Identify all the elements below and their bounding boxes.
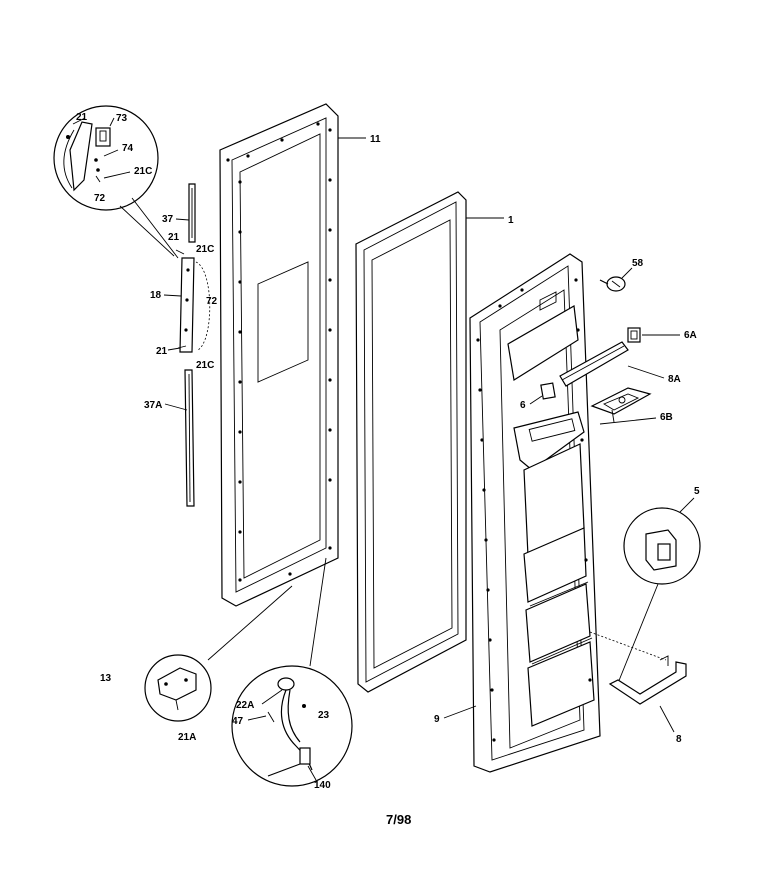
leader-panel-to-harness: [309, 557, 327, 667]
leader-47: [247, 715, 267, 721]
callout-21c-top: 21C: [134, 166, 152, 177]
callout-5: 5: [694, 486, 700, 497]
screw-58: [599, 276, 626, 292]
callout-8: 8: [676, 734, 682, 745]
door-gasket-1: [355, 191, 467, 693]
leader-21-low: [167, 347, 181, 351]
leader-140: [307, 765, 317, 781]
callout-21c-mid: 21C: [196, 244, 214, 255]
leader-6b: [599, 417, 657, 425]
leader-8a: [627, 365, 665, 379]
callout-21-low: 21: [156, 346, 168, 357]
leader-6: [529, 395, 543, 405]
hinge-strip-37a: [184, 369, 195, 507]
detail-circle-13: [144, 654, 212, 722]
callout-21a: 21A: [178, 732, 196, 743]
clip-6a: [627, 327, 641, 343]
leader-8: [659, 705, 675, 733]
leader-panel-to-circle13: [207, 585, 293, 661]
leader-5: [679, 497, 695, 513]
tray-6b: [590, 387, 652, 423]
hinge-strip-37: [188, 183, 196, 243]
callout-1: 1: [508, 215, 514, 226]
callout-18: 18: [150, 290, 162, 301]
page-footer-date: 7/98: [386, 812, 412, 827]
leader-detail-to-hinge-b: [119, 205, 175, 257]
leader-37a: [164, 403, 188, 411]
callout-8a: 8A: [668, 374, 681, 385]
callout-23: 23: [318, 710, 330, 721]
callout-6: 6: [520, 400, 526, 411]
wire-harness-detail-circle: [231, 665, 353, 787]
callout-37: 37: [162, 214, 174, 225]
detail-circle-5: [623, 507, 701, 585]
bracket-8: [589, 631, 687, 705]
callout-6b: 6B: [660, 412, 673, 423]
leader-18: [163, 294, 182, 297]
door-panel-11: [219, 103, 339, 607]
hinge-bracket-18: [175, 249, 211, 353]
hinge-detail-circle: [53, 105, 159, 211]
leader-detail-to-hinge-a: [131, 197, 179, 259]
callout-72-mid: 72: [206, 296, 218, 307]
leader-circle5-to-basket: [615, 583, 659, 689]
leader-37: [175, 218, 190, 221]
part-6: [540, 382, 556, 400]
callout-13: 13: [100, 673, 112, 684]
leader-22a: [261, 689, 283, 705]
callout-21-mid: 21: [168, 232, 180, 243]
callout-21-top: 21: [76, 112, 88, 123]
callout-9: 9: [434, 714, 440, 725]
callout-73: 73: [116, 113, 128, 124]
callout-140: 140: [314, 780, 331, 791]
callout-21c-low: 21C: [196, 360, 214, 371]
callout-47: 47: [232, 716, 244, 727]
callout-72-top: 72: [94, 193, 106, 204]
bar-8a: [559, 341, 629, 387]
callout-6a: 6A: [684, 330, 697, 341]
callout-22a: 22A: [236, 700, 254, 711]
callout-58: 58: [632, 258, 644, 269]
callout-74: 74: [122, 143, 134, 154]
callout-11: 11: [370, 134, 381, 145]
door-liner-9: [469, 253, 601, 773]
leader-58: [621, 267, 633, 279]
leader-9: [443, 705, 477, 719]
callout-37a: 37A: [144, 400, 162, 411]
